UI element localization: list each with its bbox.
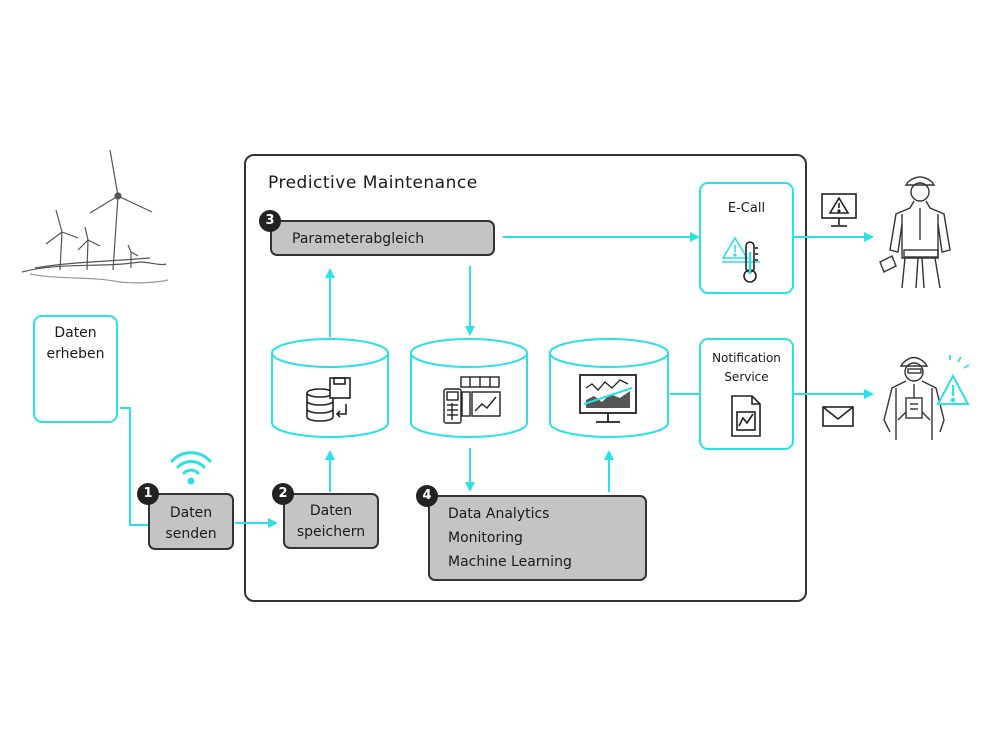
collect-data-label-1: Daten [54,325,97,341]
technician-figure [879,176,951,289]
thermometer-warning-icon [721,236,760,283]
wind-turbines [21,149,169,284]
store-data-label-2: speichern [296,524,366,540]
predictive-maintenance-frame [244,154,807,602]
store-data-box: Daten speichern [283,493,379,549]
database-icon [306,377,351,422]
send-data-box: Daten senden [148,493,234,550]
step-badge-3: 3 [259,210,281,232]
parameter-comparison-box: Parameterabgleich [270,220,495,256]
page-title: Predictive Maintenance [268,173,478,193]
notification-label-1: Notification [712,351,781,365]
store-data-label-1: Daten [309,503,353,519]
cylinder-control-panel [410,338,528,438]
collect-data-box: Daten erheben [33,315,118,423]
notification-label-2: Service [724,370,769,384]
control-panel-icon [443,376,501,424]
warning-icon [936,355,970,405]
collect-data-label-2: erheben [46,346,105,362]
analytics-label-3: Machine Learning [448,554,572,570]
analytics-label-2: Monitoring [448,530,523,546]
step-badge-1: 1 [137,483,159,505]
inspector-figure [883,356,945,440]
wifi-icon [170,451,212,485]
connectors [120,232,874,528]
parameter-comparison-label: Parameterabgleich [292,231,425,247]
send-data-label-1: Daten [169,505,213,521]
step-badge-2: 2 [272,483,294,505]
notification-service-box: Notification Service [699,338,794,450]
analytics-label-1: Data Analytics [448,506,550,522]
connector-collect-to-send [120,407,150,526]
analytics-box: Data Analytics Monitoring Machine Learni… [428,495,647,581]
step-badge-4: 4 [416,485,438,507]
warning-monitor-icon [821,193,857,227]
send-data-label-2: senden [165,526,217,542]
ecall-label: E-Call [727,201,766,216]
report-icon [731,395,761,437]
envelope-icon [822,406,854,427]
ecall-box: E-Call [699,182,794,294]
chart-monitor-icon [579,374,637,423]
